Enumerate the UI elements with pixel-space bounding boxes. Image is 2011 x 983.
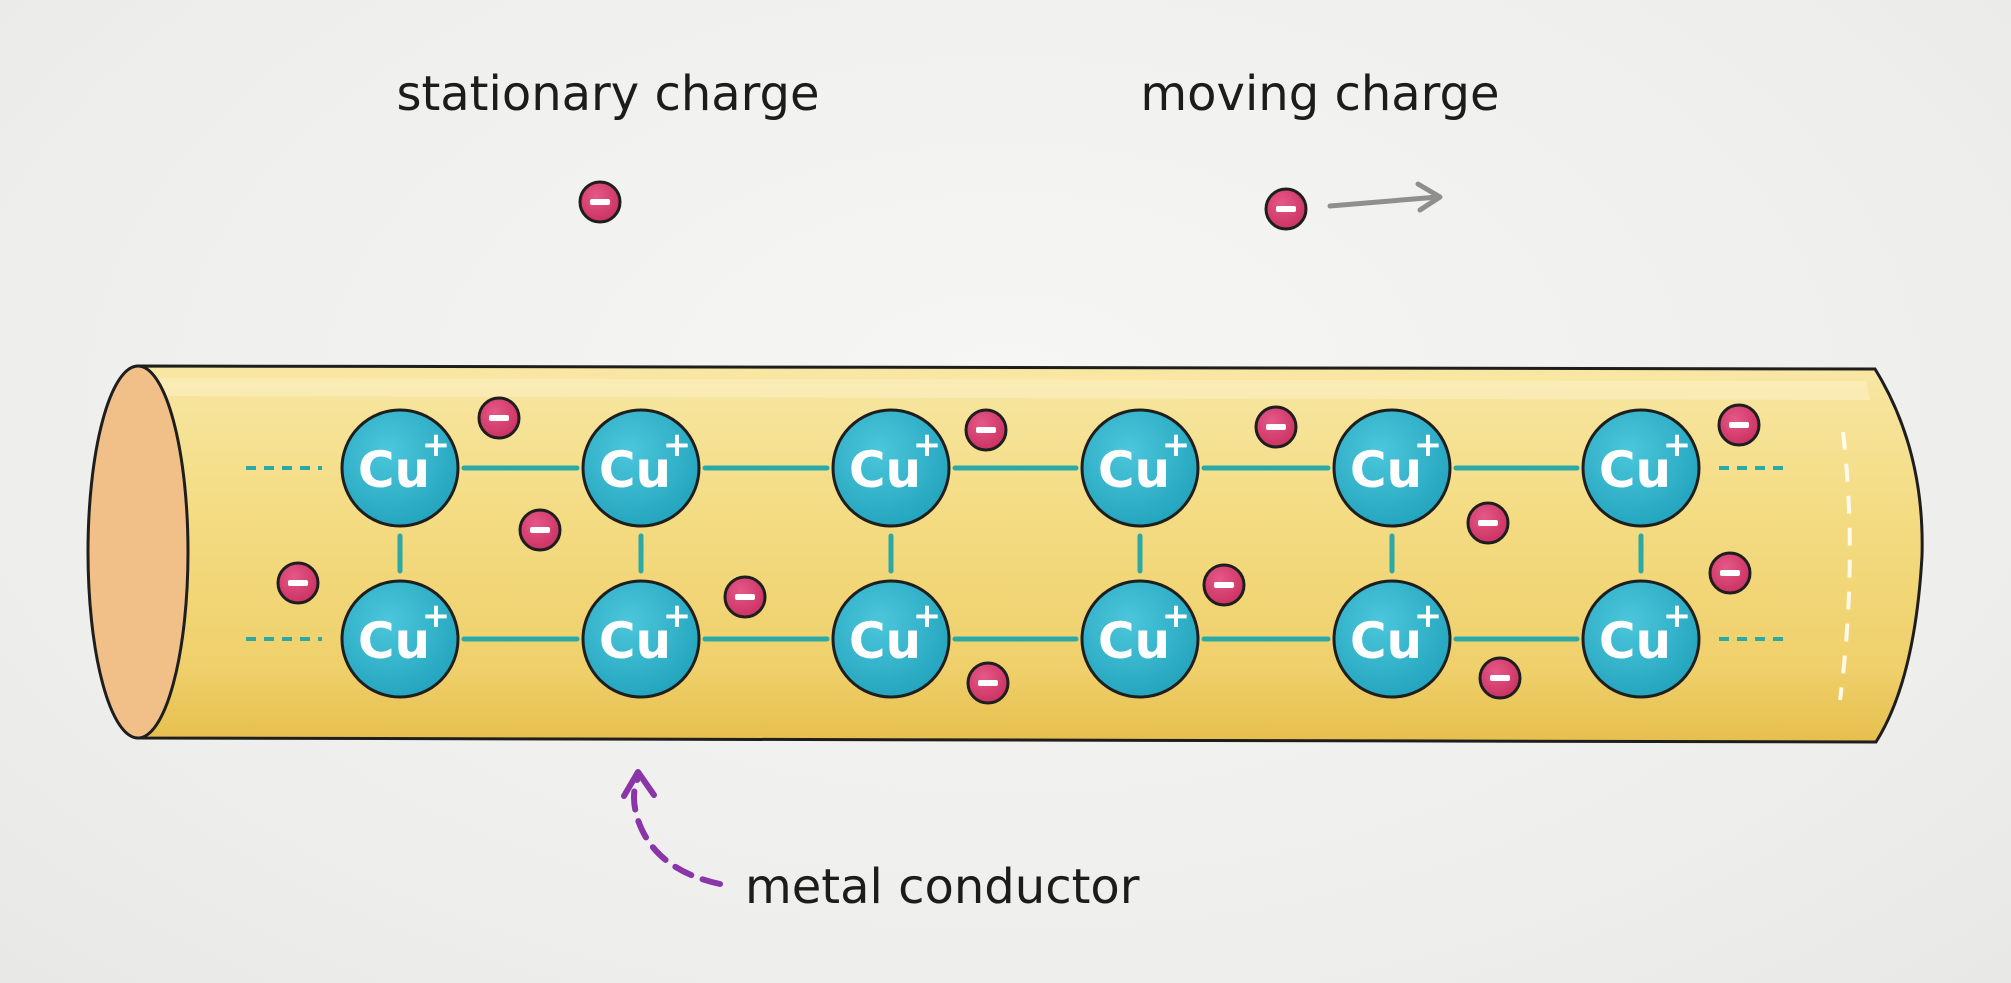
copper-ion: Cu+ <box>831 579 951 699</box>
ion-charge: + <box>422 425 451 465</box>
ion-charge: + <box>913 425 942 465</box>
ion-charge: + <box>1162 596 1191 636</box>
copper-ion: Cu+ <box>1332 579 1452 699</box>
moving-charge-label: moving charge <box>1140 66 1499 122</box>
ion-charge: + <box>1414 596 1443 636</box>
ion-charge: + <box>663 425 692 465</box>
copper-ion: Cu+ <box>581 579 701 699</box>
free-electron <box>276 561 320 605</box>
ion-charge: + <box>663 596 692 636</box>
minus-sign-icon <box>1214 582 1234 588</box>
minus-sign-icon <box>978 680 998 686</box>
free-electron <box>966 661 1010 705</box>
copper-ion: Cu+ <box>1581 408 1701 528</box>
free-electron <box>518 508 562 552</box>
wire-cutaway-edge <box>1838 431 1852 701</box>
ion-symbol: Cu <box>599 441 671 499</box>
metal-conductor-label: metal conductor <box>745 859 1140 915</box>
ion-symbol: Cu <box>1098 612 1170 670</box>
minus-sign-icon <box>1490 675 1510 681</box>
conductor-pointer-arrow-icon <box>621 769 723 887</box>
wire-cross-section <box>86 364 190 740</box>
copper-ion: Cu+ <box>340 408 460 528</box>
copper-ion: Cu+ <box>1581 579 1701 699</box>
free-electrons <box>276 396 1761 705</box>
free-electron <box>1254 405 1298 449</box>
ion-charge: + <box>1162 425 1191 465</box>
free-electron <box>964 408 1008 452</box>
stationary-charge-label: stationary charge <box>396 66 819 122</box>
lattice-bonds <box>246 465 1790 642</box>
free-electron <box>1717 403 1761 447</box>
stationary-electron <box>578 180 622 224</box>
legend <box>578 180 1308 231</box>
copper-ion: Cu+ <box>1080 408 1200 528</box>
copper-ion: Cu+ <box>1332 408 1452 528</box>
free-electron <box>1708 551 1752 595</box>
minus-sign-icon <box>976 427 996 433</box>
minus-sign-icon <box>1729 422 1749 428</box>
minus-sign-icon <box>288 580 308 586</box>
free-electron <box>1202 563 1246 607</box>
minus-sign-icon <box>1720 570 1740 576</box>
free-electron <box>477 396 521 440</box>
free-electron <box>1478 656 1522 700</box>
ion-symbol: Cu <box>1599 612 1671 670</box>
ion-symbol: Cu <box>1098 441 1170 499</box>
minus-sign-icon <box>590 199 610 205</box>
minus-sign-icon <box>530 527 550 533</box>
motion-arrow-icon <box>1327 181 1443 213</box>
moving-electron <box>1264 187 1308 231</box>
minus-sign-icon <box>1266 424 1286 430</box>
ion-symbol: Cu <box>1350 441 1422 499</box>
ion-lattice: Cu+Cu+Cu+Cu+Cu+Cu+Cu+Cu+Cu+Cu+Cu+Cu+ <box>340 408 1701 699</box>
ion-symbol: Cu <box>849 612 921 670</box>
minus-sign-icon <box>735 594 755 600</box>
ion-symbol: Cu <box>599 612 671 670</box>
free-electron <box>723 575 767 619</box>
ion-symbol: Cu <box>358 612 430 670</box>
ion-symbol: Cu <box>1599 441 1671 499</box>
copper-ion: Cu+ <box>581 408 701 528</box>
ion-symbol: Cu <box>1350 612 1422 670</box>
free-electron <box>1466 501 1510 545</box>
copper-ion: Cu+ <box>1080 579 1200 699</box>
ion-charge: + <box>1414 425 1443 465</box>
ion-symbol: Cu <box>358 441 430 499</box>
copper-ion: Cu+ <box>340 579 460 699</box>
minus-sign-icon <box>489 415 509 421</box>
ion-charge: + <box>1663 425 1692 465</box>
minus-sign-icon <box>1276 206 1296 212</box>
ion-charge: + <box>422 596 451 636</box>
ion-charge: + <box>1663 596 1692 636</box>
ion-symbol: Cu <box>849 441 921 499</box>
minus-sign-icon <box>1478 520 1498 526</box>
copper-ion: Cu+ <box>831 408 951 528</box>
ion-charge: + <box>913 596 942 636</box>
